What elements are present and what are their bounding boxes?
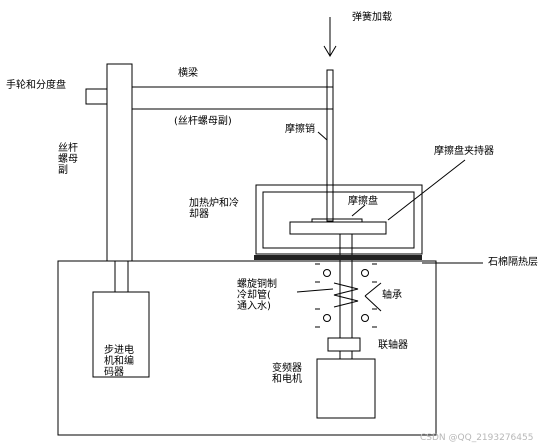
base-box	[57, 260, 437, 436]
disc-top-plate	[311, 218, 363, 223]
label-beam: 横梁	[178, 68, 198, 79]
label-asbestos: 石棉隔热层	[488, 257, 538, 268]
watermark: CSDN @QQ_2193276455	[420, 433, 534, 443]
vfd-motor	[316, 358, 376, 419]
lower-shaft	[339, 350, 353, 360]
stepper-shaft	[114, 260, 129, 293]
label-handwheel: 手轮和分度盘	[6, 80, 66, 91]
cooling-coil	[333, 282, 359, 308]
crossbeam	[131, 86, 334, 110]
label-disc-holder: 摩擦盘夹持器	[434, 146, 494, 157]
bearing-ball	[323, 314, 331, 322]
label-cooling-pipe: 螺旋铜制 冷却管( 通入水)	[237, 279, 277, 312]
label-screw-pair-v: 丝杆 螺母 副	[58, 143, 78, 176]
label-stepper: 步进电 机和编 码器	[104, 345, 134, 378]
friction-pin	[326, 69, 334, 222]
label-screw-pair-h: (丝杆螺母副)	[174, 116, 232, 127]
coupling	[327, 337, 361, 352]
label-coupling: 联轴器	[378, 340, 408, 351]
label-friction-pin: 摩擦销	[285, 124, 315, 135]
bearing-ball	[361, 314, 369, 322]
label-friction-disc: 摩擦盘	[348, 196, 378, 207]
label-spring-load: 弹簧加载	[352, 12, 392, 23]
vertical-column	[106, 63, 133, 262]
label-vfd-motor: 变频器 和电机	[272, 363, 302, 385]
furnace-outer	[255, 184, 423, 255]
asbestos-layer	[254, 255, 422, 260]
friction-disc	[289, 221, 387, 235]
label-bearing: 轴承	[382, 290, 402, 301]
handwheel-knob	[85, 88, 108, 105]
bearing-ball	[361, 269, 369, 277]
furnace-inner	[262, 191, 415, 249]
bearing-ball	[323, 269, 331, 277]
label-furnace: 加热炉和冷 却器	[189, 198, 239, 220]
